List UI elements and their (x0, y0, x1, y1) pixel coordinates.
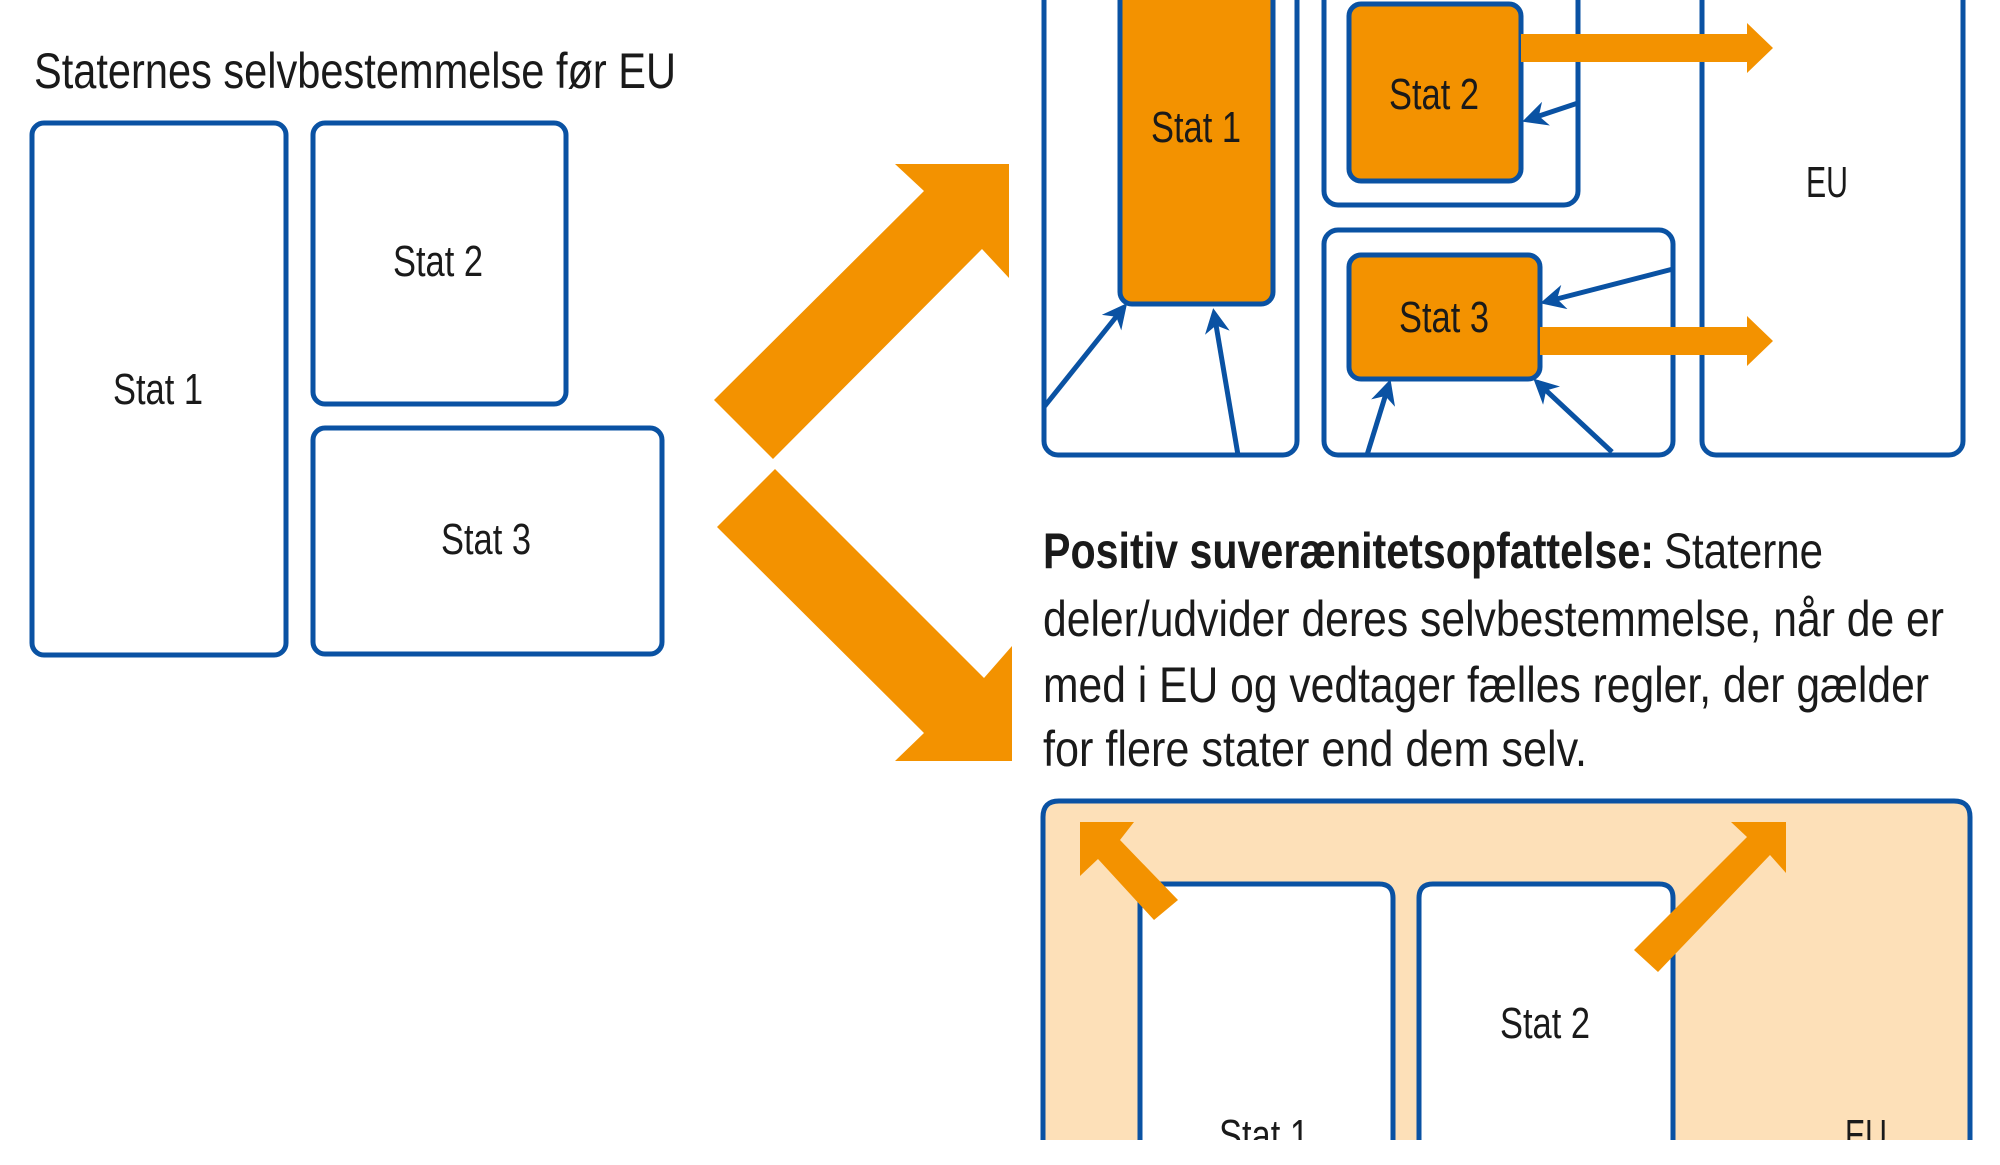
tr-stat2-to-eu-arrow (1521, 23, 1773, 73)
blue-pressure-arrow-6 (1533, 378, 1614, 454)
big-arrow-down-right (717, 469, 1012, 761)
br-arrow-right-out (1634, 822, 1786, 972)
positive-line3: med i EU og vedtager fælles regler, der … (1043, 657, 1929, 713)
tr-eu-box (1699, 0, 1966, 458)
left-stat3-label: Stat 3 (441, 515, 531, 564)
tr-stat2-label: Stat 2 (1389, 70, 1479, 119)
br-stat2-label: Stat 2 (1500, 999, 1590, 1048)
positive-line1: Positiv suverænitetsopfattelse: Staterne (1043, 523, 1823, 579)
tr-stat1-label: Stat 1 (1151, 103, 1241, 152)
tr-stat3-to-eu-arrow (1540, 316, 1773, 366)
big-arrow-up-right (714, 164, 1009, 459)
left-stat1-label: Stat 1 (113, 365, 203, 414)
left-stat1-box (29, 120, 289, 658)
left-title: Staternes selvbestemmelse før EU (34, 43, 676, 99)
br-stat2-box (1416, 881, 1676, 1140)
left-stat2-label: Stat 2 (393, 237, 483, 286)
tr-stat3-core (1346, 252, 1543, 382)
left-stat2-box (310, 120, 569, 407)
blue-pressure-arrow-3 (1522, 100, 1579, 126)
left-stat3-box (310, 425, 665, 657)
tr-stat2-core (1346, 1, 1524, 184)
br-arrow-left-out (1080, 822, 1178, 920)
positive-line1-rest: Staterne (1664, 523, 1823, 579)
br-stat1-label: Stat 1 (1219, 1111, 1309, 1160)
positive-line2: deler/udvider deres selvbestemmelse, når… (1043, 591, 1944, 647)
positive-line4: for flere stater end dem selv. (1043, 721, 1587, 777)
br-eu-label: EU (1845, 1111, 1887, 1160)
positive-heading: Positiv suverænitetsopfattelse: (1043, 523, 1654, 579)
tr-stat3-label: Stat 3 (1399, 293, 1489, 342)
br-eu-area-outline (1040, 798, 1973, 1140)
blue-pressure-arrow-5 (1364, 379, 1396, 456)
br-stat1-box (1137, 881, 1396, 1140)
blue-pressure-arrow-4 (1540, 266, 1674, 310)
tr-eu-label: EU (1806, 158, 1848, 207)
tr-stat1-core (1117, 0, 1276, 307)
blue-pressure-arrow-2 (1205, 308, 1241, 456)
blue-pressure-arrow-1 (1042, 303, 1128, 409)
